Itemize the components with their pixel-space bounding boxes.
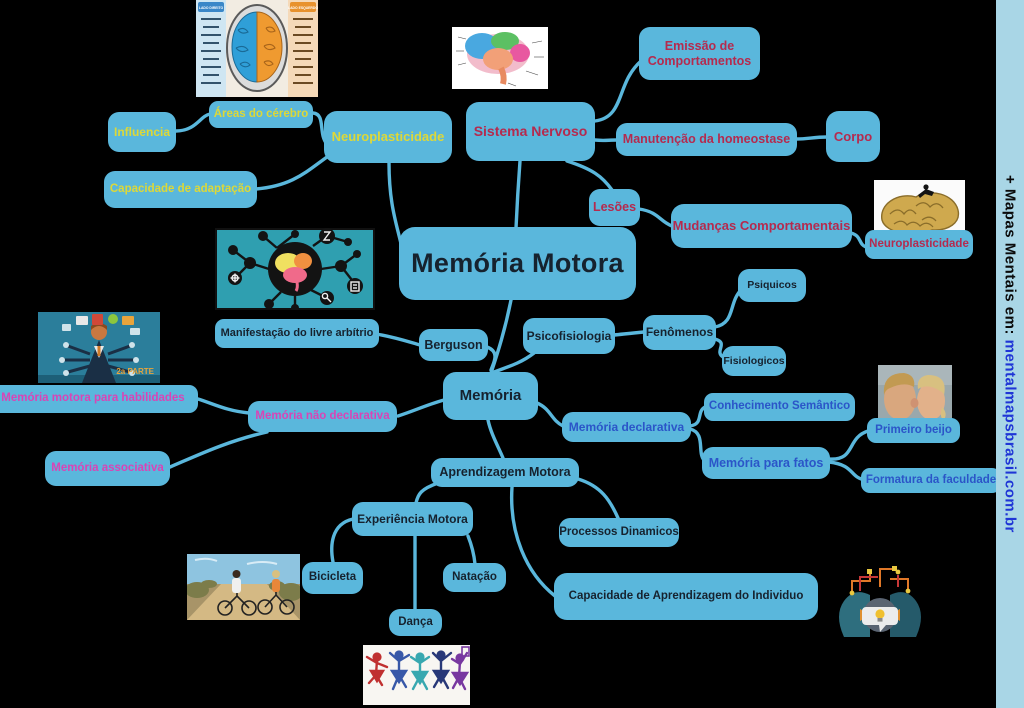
node-conhecimento-semantico[interactable]: Conhecimento Semântico — [704, 393, 855, 421]
node-memoria[interactable]: Memória — [443, 372, 538, 420]
node-emissao-de-comportamentos[interactable]: Emissão de Comportamentos — [639, 27, 760, 80]
node-fisiologicos[interactable]: Fisiologicos — [722, 346, 786, 376]
sidebar-text: + Mapas Mentais em: mentalmapsbrasil.com… — [1002, 175, 1019, 533]
node-psiquicos[interactable]: Psiquicos — [738, 269, 806, 302]
node-neuroplasticidade-direita[interactable]: Neuroplasticidade — [865, 230, 973, 259]
node-manifestacao-livre-arbitrio[interactable]: Manifestação do livre arbítrio — [215, 319, 379, 348]
brain-network-image — [215, 228, 375, 310]
node-mudancas-comportamentais[interactable]: Mudanças Comportamentais — [671, 204, 852, 248]
cycling-couple-image — [187, 554, 300, 620]
brain-climber-image — [874, 180, 965, 239]
node-influencia[interactable]: Influencia — [108, 112, 176, 152]
node-memoria-motora-para-habilidades[interactable]: Memória motora para habilidades — [0, 385, 198, 413]
node-sistema-nervoso[interactable]: Sistema Nervoso — [466, 102, 595, 161]
sidebar-prefix-text: + Mapas Mentais em: — [1001, 175, 1019, 340]
node-capacidade-de-adaptacao[interactable]: Capacidade de adaptação — [104, 171, 257, 208]
first-kiss-image — [878, 365, 952, 422]
multitasking-man-image: 2a PARTE — [38, 312, 160, 383]
node-memoria-associativa[interactable]: Memória associativa — [45, 451, 170, 486]
node-capacidade-de-aprendizagem[interactable]: Capacidade de Aprendizagem do Individuo — [554, 573, 818, 620]
node-primeiro-beijo[interactable]: Primeiro beijo — [867, 418, 960, 443]
node-formatura-da-faculdade[interactable]: Formatura da faculdade — [861, 468, 1001, 493]
sidebar-banner: + Mapas Mentais em: mentalmapsbrasil.com… — [996, 0, 1024, 708]
connector-lines — [168, 60, 870, 611]
node-bicicleta[interactable]: Bicicleta — [302, 562, 363, 594]
node-corpo[interactable]: Corpo — [826, 111, 880, 162]
node-memoria-para-fatos[interactable]: Memória para fatos — [702, 447, 830, 479]
brain-anatomy-image — [452, 27, 548, 89]
sidebar-url-link[interactable]: mentalmapsbrasil.com.br — [1001, 339, 1019, 533]
node-lesoes[interactable]: Lesões — [589, 189, 640, 226]
node-memoria-motora-title[interactable]: Memória Motora — [399, 227, 636, 300]
learning-minds-image — [830, 557, 930, 641]
node-areas-do-cerebro[interactable]: Áreas do cérebro — [209, 101, 313, 128]
brain-hemispheres-chart-image: LADO DIREITO LADO ESQUERDO — [196, 0, 318, 97]
node-manutencao-da-homeostase[interactable]: Manutenção da homeostase — [616, 123, 797, 156]
hemispheres-left-header: LADO DIREITO — [199, 6, 224, 10]
node-aprendizagem-motora[interactable]: Aprendizagem Motora — [431, 458, 579, 487]
node-memoria-declarativa[interactable]: Memória declarativa — [562, 412, 691, 442]
node-memoria-nao-declarativa[interactable]: Memória não declarativa — [248, 401, 397, 432]
dancers-image — [363, 645, 470, 705]
node-fenomenos[interactable]: Fenômenos — [643, 315, 716, 350]
node-processos-dinamicos[interactable]: Processos Dinamicos — [559, 518, 679, 547]
node-berguson[interactable]: Berguson — [419, 329, 488, 361]
node-natacao[interactable]: Natação — [443, 563, 506, 592]
hemispheres-right-header: LADO ESQUERDO — [288, 6, 318, 10]
node-psicofisiologia[interactable]: Psicofisiologia — [523, 318, 615, 354]
node-neuroplasticidade-esquerda[interactable]: Neuroplasticidade — [324, 111, 452, 163]
multitask-caption: 2a PARTE — [116, 367, 154, 376]
node-danca[interactable]: Dança — [389, 609, 442, 636]
node-experiencia-motora[interactable]: Experiência Motora — [352, 502, 473, 536]
